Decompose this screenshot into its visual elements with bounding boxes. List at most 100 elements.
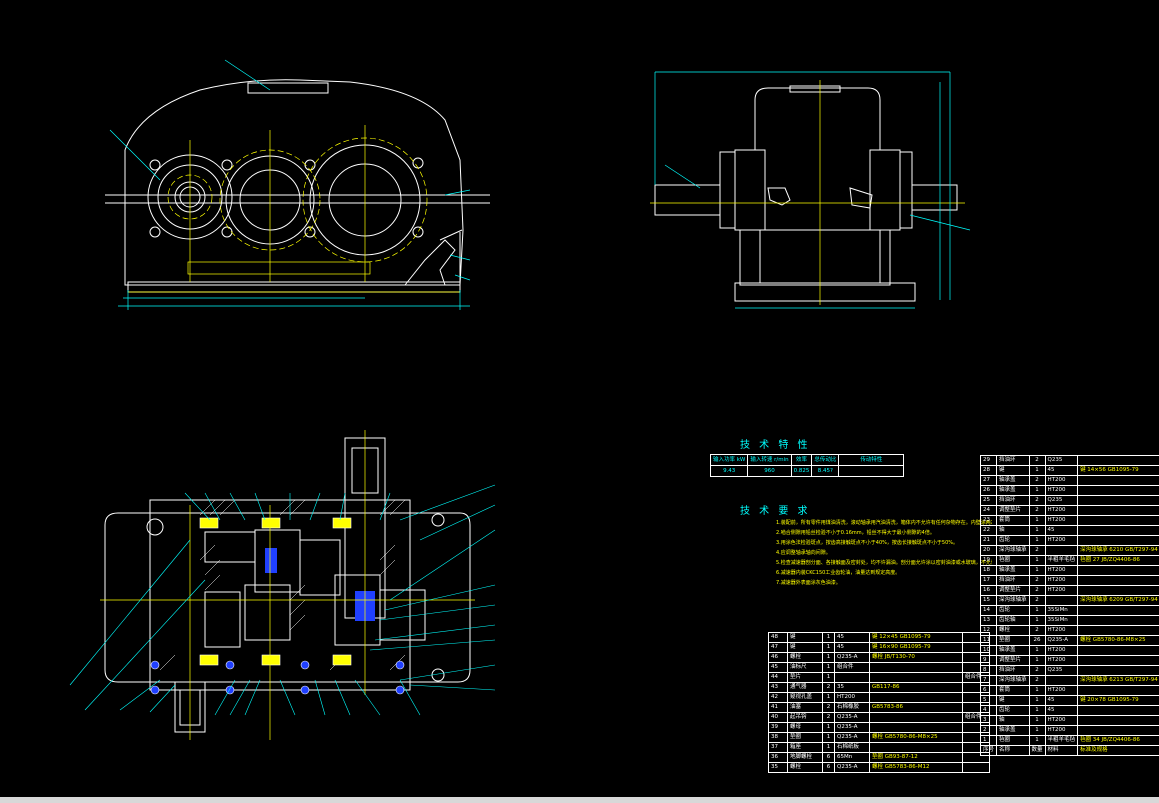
part-material: HT200 <box>834 692 870 703</box>
part-quantity: 1 <box>1028 515 1046 526</box>
part-standard <box>1077 715 1159 726</box>
part-remark <box>962 732 990 743</box>
part-quantity: 1 <box>1028 525 1046 536</box>
part-name: 螺栓 <box>787 762 823 773</box>
part-material: Q235-A <box>834 722 870 733</box>
part-material: 35 <box>834 682 870 693</box>
part-standard: 毡圈 27 JB/ZQ4406-86 <box>1077 555 1159 566</box>
part-number: 26 <box>979 485 998 496</box>
part-standard <box>869 692 963 703</box>
part-quantity: 1 <box>1028 725 1046 736</box>
part-standard: 键 14×56 GB1095-79 <box>1077 465 1159 476</box>
part-number: 36 <box>768 752 788 763</box>
section-hatching <box>159 499 406 671</box>
requirement-7: 7.减速器外表面涂灰色油漆。 <box>776 580 841 586</box>
part-name: 齿轮 <box>996 705 1030 716</box>
part-standard: 标准及规格 <box>1077 745 1159 756</box>
part-standard <box>1077 645 1159 656</box>
side-view-centerlines <box>650 80 965 305</box>
part-standard <box>1077 605 1159 616</box>
part-material <box>1044 595 1079 606</box>
part-quantity: 1 <box>822 722 835 733</box>
part-quantity: 1 <box>822 662 835 673</box>
part-material: HT200 <box>1044 685 1079 696</box>
part-name: 地脚螺栓 <box>787 752 823 763</box>
part-number: 48 <box>768 632 788 643</box>
part-quantity: 2 <box>1028 595 1046 606</box>
part-material: HT200 <box>1044 655 1079 666</box>
tech-header-transmission: 传动特性 <box>838 454 905 466</box>
part-material: 35SiMn <box>1044 615 1079 626</box>
part-name: 深沟球轴承 <box>996 545 1030 556</box>
part-material: HT200 <box>1044 625 1079 636</box>
tech-header-power: 输入功率 kW <box>709 454 749 466</box>
part-material: 45 <box>834 632 870 643</box>
part-quantity: 2 <box>822 702 835 713</box>
part-name: 轴承盖 <box>996 565 1030 576</box>
part-number: 38 <box>768 732 788 743</box>
tech-specs-title: 技 术 特 性 <box>740 440 811 451</box>
part-standard <box>1077 535 1159 546</box>
part-material: HT200 <box>1044 585 1079 596</box>
bottom-scrollbar[interactable] <box>0 797 1159 803</box>
part-standard <box>1077 725 1159 736</box>
part-material <box>1044 675 1079 686</box>
part-material: HT200 <box>1044 725 1079 736</box>
part-number: 28 <box>979 465 998 476</box>
part-name: 调整垫片 <box>996 655 1030 666</box>
part-quantity: 1 <box>1028 615 1046 626</box>
part-quantity: 2 <box>1028 625 1046 636</box>
tech-requirements-title: 技 术 要 求 <box>740 506 811 517</box>
part-material: Q235-A <box>834 712 870 723</box>
part-remark <box>962 692 990 703</box>
part-remark <box>962 642 990 653</box>
part-material: Q235 <box>1044 455 1079 466</box>
part-standard <box>869 722 963 733</box>
part-material: HT200 <box>1044 565 1079 576</box>
tech-value-transmission <box>838 465 905 477</box>
part-remark <box>962 662 990 673</box>
part-standard: 螺栓 GB5780-86-M8×25 <box>1077 635 1159 646</box>
part-standard <box>869 712 963 723</box>
part-remark <box>962 742 990 753</box>
part-standard <box>1077 495 1159 506</box>
part-material: Q235-A <box>834 732 870 743</box>
tech-header-speed: 输入转速 r/min <box>747 454 792 466</box>
part-name: 齿轮 <box>996 535 1030 546</box>
part-quantity: 1 <box>1028 465 1046 476</box>
part-name: 键 <box>996 465 1030 476</box>
part-number: 42 <box>768 692 788 703</box>
part-material: 材料 <box>1044 745 1079 756</box>
part-standard <box>1077 685 1159 696</box>
part-material <box>834 672 870 683</box>
tech-specs-table: 输入功率 kW 输入转速 r/min 效率 总传动比 传动特性 9.43 960… <box>709 454 905 477</box>
part-remark: 组合件 <box>962 672 990 683</box>
part-number: 44 <box>768 672 788 683</box>
part-quantity: 1 <box>822 642 835 653</box>
part-remark <box>962 762 990 773</box>
part-material: Q235-A <box>834 762 870 773</box>
part-quantity: 1 <box>822 732 835 743</box>
part-material: HT200 <box>1044 505 1079 516</box>
tech-specs-value-row: 9.43 960 0.825 8.45? <box>709 465 905 477</box>
part-standard: 深沟球轴承 6213 GB/T297-94 <box>1077 675 1159 686</box>
part-remark <box>962 632 990 643</box>
part-name: 键 <box>787 632 823 643</box>
part-remark <box>962 682 990 693</box>
side-view <box>654 85 958 302</box>
part-material: 石棉橡胶 <box>834 702 870 713</box>
requirement-6: 6.减速器内装CKC150工业齿轮油，油量达到规定高度。 <box>776 570 901 576</box>
